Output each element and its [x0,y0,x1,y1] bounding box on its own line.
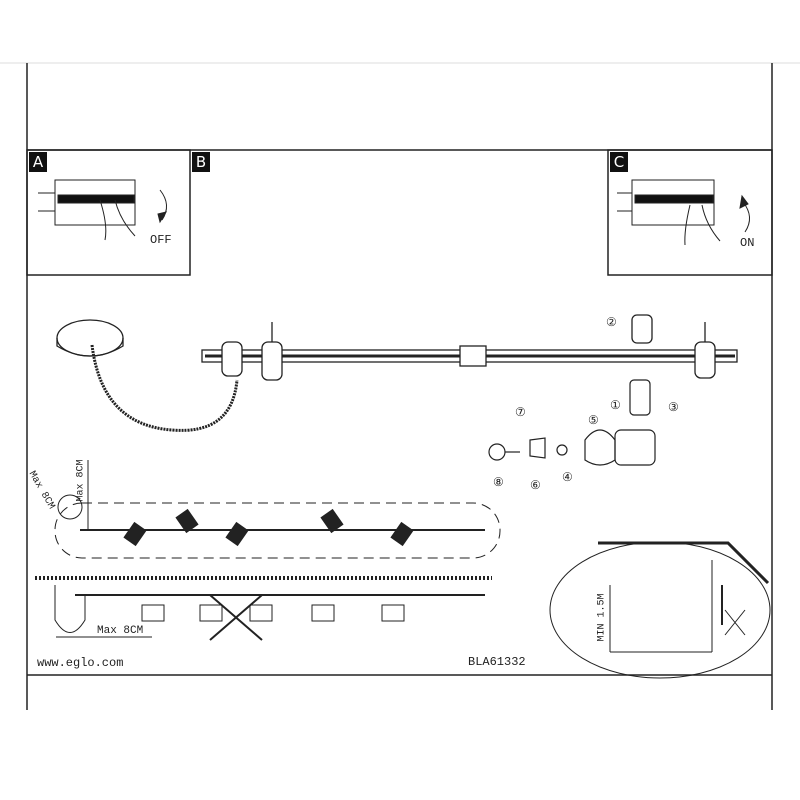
step-5: ⑤ [588,414,599,428]
step-7: ⑦ [515,406,526,420]
breaker-switch-off-illustration [38,179,168,241]
step-8: ⑧ [493,476,504,490]
track-assembly [56,314,738,432]
max-horizontal-label: Max 8CM [97,625,144,637]
step-2: ② [606,316,617,330]
model-number: BLA61332 [468,655,526,669]
step-3: ③ [668,401,679,415]
step-4: ④ [562,471,573,485]
website-text: www.eglo.com [37,656,124,670]
step-6: ⑥ [530,479,541,493]
panel-a-label: A [29,152,47,172]
top-view-layout [54,460,501,559]
off-label: OFF [150,233,172,247]
panel-b-label: B [192,152,210,172]
spotlight-exploded-view [488,379,656,466]
breaker-switch-on-illustration [617,179,750,246]
side-view-layout [35,576,492,641]
panel-c-box [607,149,773,276]
min-height-detail [549,541,771,679]
max-vertical-label: Max 8CM [75,459,87,502]
frame [26,63,773,710]
on-label: ON [740,236,755,250]
step-1: ① [610,399,621,413]
panel-a-box [26,149,191,276]
min-height-label: MIN 1.5M [596,593,608,642]
panel-c-label: C [610,152,628,172]
